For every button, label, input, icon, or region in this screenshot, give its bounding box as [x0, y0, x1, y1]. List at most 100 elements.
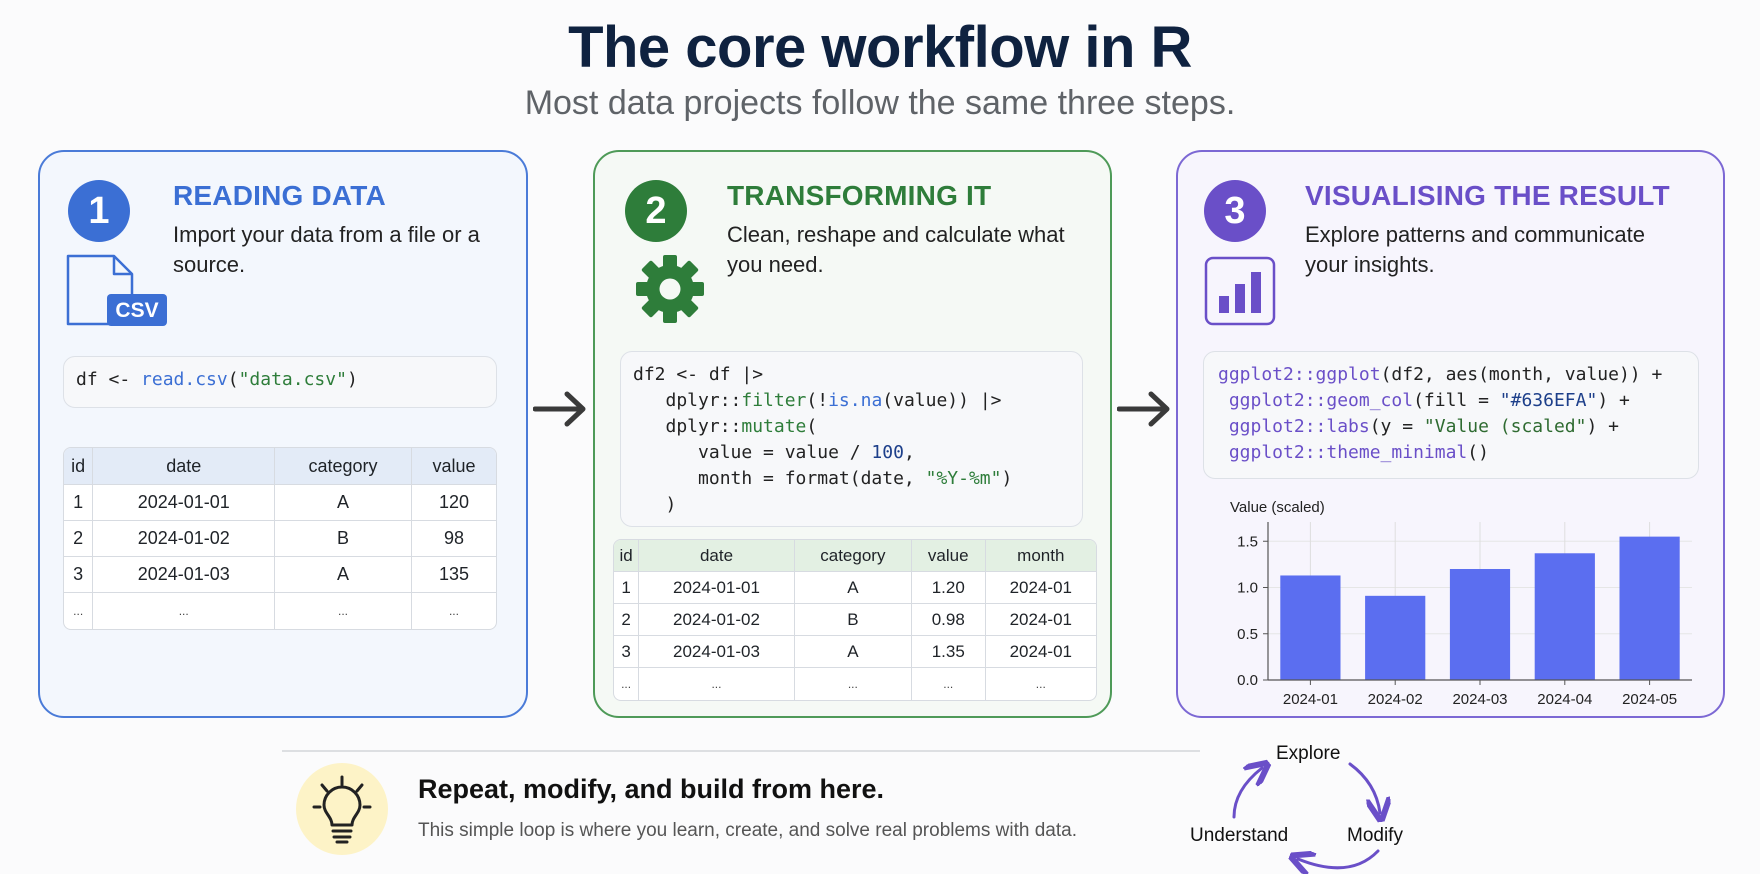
step-description: Explore patterns and communicate your in…	[1305, 222, 1645, 277]
column-header: id	[64, 448, 94, 485]
column-header: date	[639, 540, 795, 572]
code-token: ggplot2::geom_col	[1218, 390, 1414, 411]
code-token: "Value (scaled"	[1423, 416, 1587, 437]
table-cell: ...	[275, 593, 412, 629]
code-token: "data.csv"	[238, 369, 347, 390]
table-cell: 2	[614, 604, 640, 636]
column-header: value	[411, 448, 496, 485]
step-title: VISUALISING THE RESULT	[1305, 180, 1670, 211]
table-cell: 135	[411, 557, 496, 593]
table-cell: 98	[411, 521, 496, 557]
code-token: dplyr::	[633, 416, 742, 437]
table-cell: B	[275, 521, 412, 557]
gear-icon	[635, 254, 705, 324]
lightbulb-icon	[296, 763, 388, 855]
table-cell: 2024-01-01	[639, 572, 795, 604]
table-cell: 2024-01	[985, 572, 1096, 604]
y-tick-label: 1.5	[1237, 533, 1258, 550]
code-token: (	[227, 369, 239, 390]
loop-label-understand: Understand	[1190, 825, 1289, 846]
code-token: ()	[1467, 442, 1489, 463]
table-cell: 2	[64, 521, 94, 557]
table-cell: ...	[1035, 677, 1046, 691]
column-header: category	[275, 448, 412, 485]
bar	[1449, 569, 1511, 680]
code-token: (fill =	[1413, 390, 1500, 411]
code-token: filter	[741, 390, 807, 411]
code-token: ggplot2::ggplot	[1218, 364, 1381, 385]
code-line: month = format(date, "%Y-%m")	[633, 466, 1070, 492]
step-description: Clean, reshape and calculate what you ne…	[727, 222, 1065, 277]
code-line: ggplot2::geom_col(fill = "#636EFA") +	[1218, 388, 1684, 414]
code-token: )	[346, 369, 358, 390]
x-tick-label: 2024-04	[1537, 691, 1592, 708]
footer-text: This simple loop is where you learn, cre…	[418, 820, 1077, 841]
column-header: value	[911, 540, 986, 572]
page-subtitle: Most data projects follow the same three…	[524, 84, 1236, 122]
table-cell: 2024-01-02	[93, 521, 276, 557]
code-token: ,	[903, 442, 915, 463]
table-cell: 2024-01-02	[639, 604, 795, 636]
loop-arrow-icon	[1232, 764, 1380, 868]
code-block-read: df <- read.csv("data.csv")	[63, 356, 497, 408]
code-token: )	[633, 494, 677, 515]
step-card-reading-data: 1 READING DATA Import your data from a f…	[38, 150, 528, 718]
workflow-loop-diagram: Explore Modify Understand	[1180, 735, 1440, 874]
table-cell: 1	[64, 485, 94, 521]
code-token: (value)) |>	[882, 390, 1002, 411]
code-token: 100	[871, 442, 904, 463]
code-line: df2 <- df |>	[633, 362, 1070, 388]
code-token: )	[1001, 468, 1013, 489]
x-tick-label: 2024-01	[1283, 691, 1338, 708]
step-card-visualising: 3 VISUALISING THE RESULT Explore pattern…	[1176, 150, 1725, 718]
table-cell: 2024-01-01	[93, 485, 276, 521]
code-token: is.na	[828, 390, 883, 411]
step-card-transforming: 2 TRANSFORMING IT Clean, reshape and cal…	[593, 150, 1112, 718]
table-cell: A	[275, 557, 412, 593]
code-line: dplyr::filter(!is.na(value)) |>	[633, 388, 1070, 414]
loop-label-modify: Modify	[1347, 825, 1403, 846]
column-header: id	[614, 540, 640, 572]
code-token: "%Y-%m"	[925, 468, 1002, 489]
code-token: (y =	[1369, 416, 1424, 437]
table-cell: 2024-01	[985, 604, 1096, 636]
table-cell: A	[794, 636, 912, 668]
table-cell: B	[794, 604, 912, 636]
step-number-badge: 2	[625, 180, 687, 242]
x-tick-label: 2024-05	[1622, 691, 1677, 708]
table-cell: 1.35	[911, 636, 986, 668]
y-tick-label: 0.5	[1237, 626, 1258, 643]
code-line: )	[633, 492, 1070, 518]
table-cell: 120	[411, 485, 496, 521]
bar	[1280, 575, 1341, 680]
table-cell: ...	[448, 604, 459, 618]
divider	[282, 750, 1200, 752]
arrow-right-icon	[1116, 389, 1173, 429]
table-row: ...............	[614, 668, 1096, 700]
table-cell: ...	[795, 668, 912, 700]
step-description: Import your data from a file or a source…	[173, 222, 480, 277]
table-cell: 2024-01	[985, 636, 1096, 668]
code-token: df2 <- df |>	[633, 364, 764, 385]
code-token: (	[806, 416, 818, 437]
code-token: ) +	[1597, 390, 1630, 411]
code-line: ggplot2::labs(y = "Value (scaled") +	[1218, 414, 1684, 440]
code-token: df <-	[76, 369, 142, 390]
code-token: read.csv	[141, 369, 228, 390]
table-cell: A	[275, 485, 412, 521]
table-cell: 3	[614, 636, 640, 668]
step-number-badge: 1	[68, 180, 130, 242]
y-tick-label: 1.0	[1237, 580, 1258, 597]
csv-file-icon: CSV	[64, 252, 174, 332]
code-token: ggplot2::labs	[1218, 416, 1370, 437]
y-tick-label: 0.0	[1237, 672, 1258, 689]
code-token: value = value /	[633, 442, 872, 463]
table-row: ............	[64, 593, 496, 629]
